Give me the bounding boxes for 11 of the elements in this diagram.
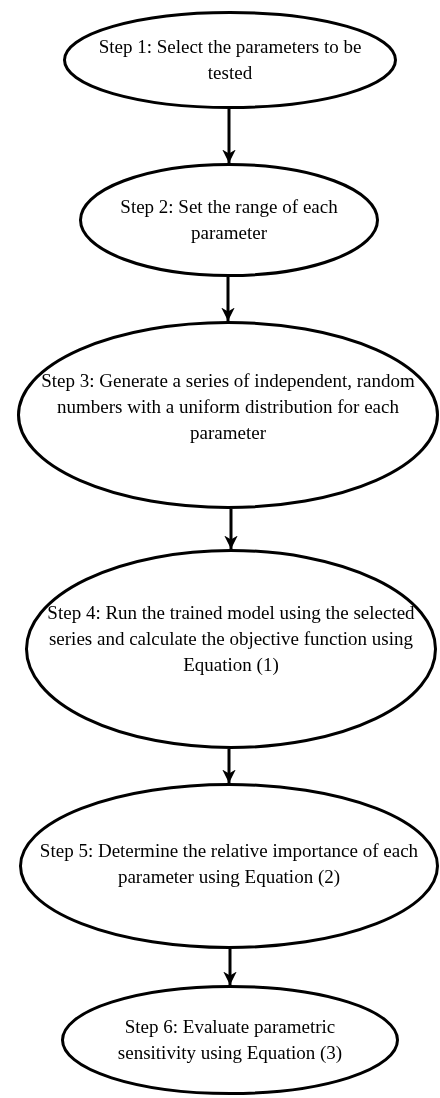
arrow: [224, 509, 238, 549]
arrow: [221, 277, 235, 321]
arrow: [222, 749, 236, 783]
step-text: Step 3: Generate a series of independent, random numbers with a uniform distribution for each parameter: [40, 369, 416, 445]
arrow: [222, 109, 236, 163]
step-text: Step 6: Evaluate parametric sensitivity using Equation (3): [116, 1015, 344, 1065]
step-text: Step 4: Run the trained model using the selected series and calculate the objective function using Equation (1): [46, 601, 416, 677]
arrow: [223, 949, 237, 985]
step-text: Step 5: Determine the relative importance of each parameter using Equation (2): [38, 839, 420, 889]
step-text: Step 2: Set the range of each parameter: [119, 195, 339, 245]
step-text: Step 1: Select the parameters to be tested: [97, 35, 363, 85]
